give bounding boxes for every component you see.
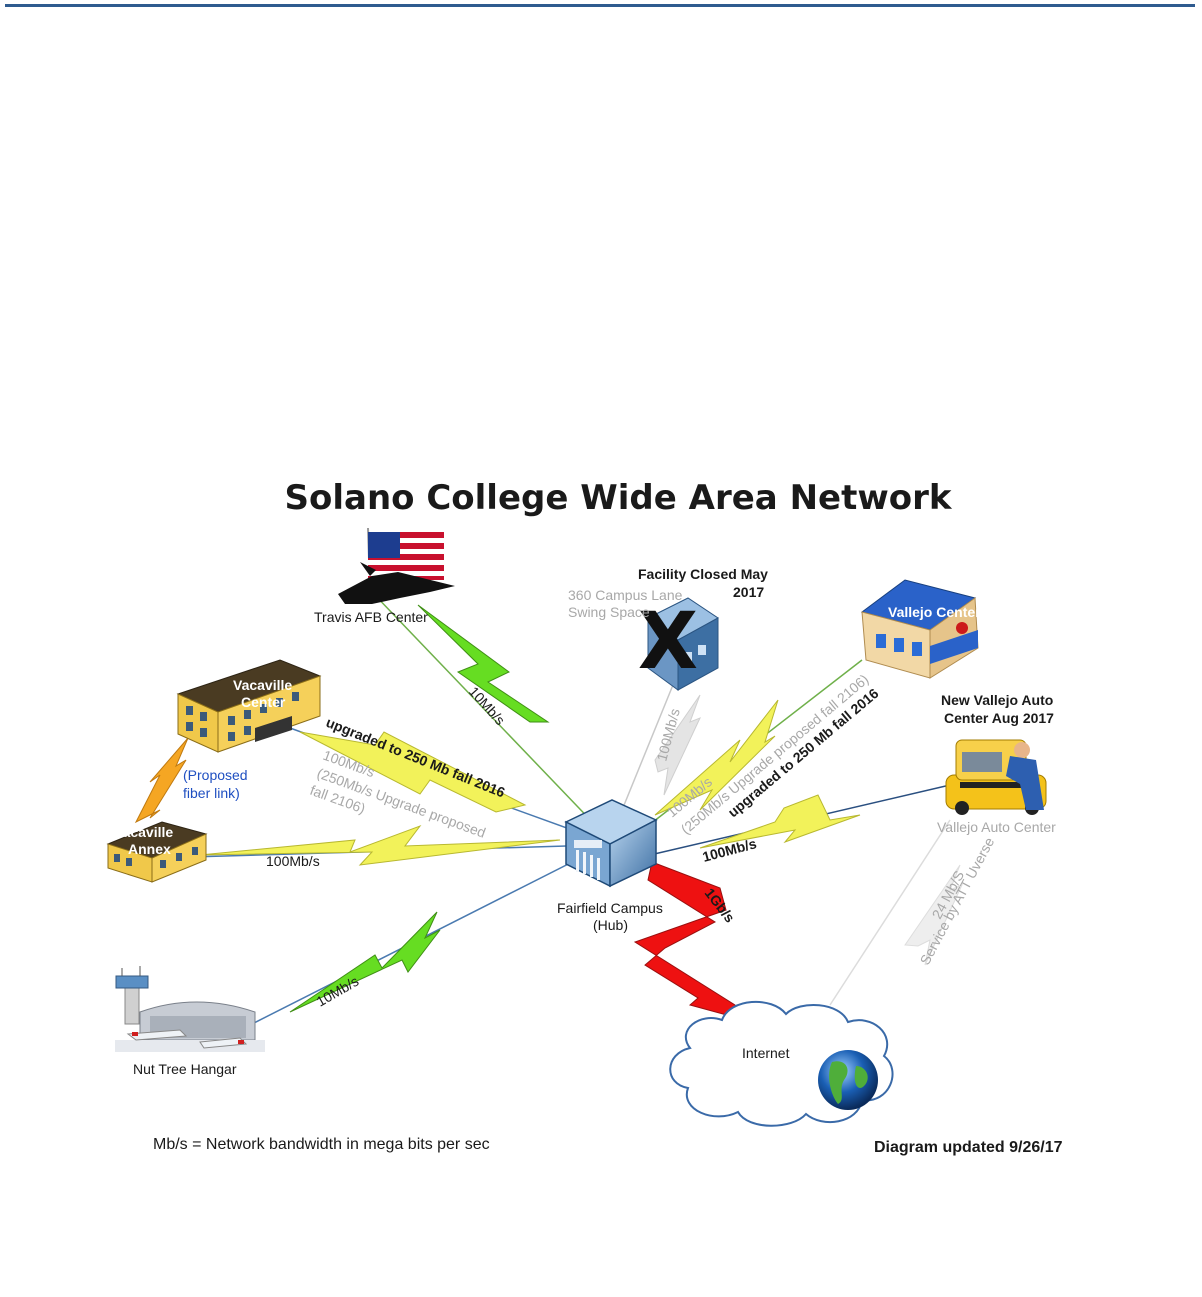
nut-tree-label: Nut Tree Hangar [133, 1061, 237, 1077]
vallejo-center-label: Vallejo Center [888, 604, 981, 620]
uverse-connector [829, 819, 951, 1006]
new-vallejo-auto-label-1: New Vallejo Auto [941, 692, 1053, 708]
travis-lightning-link [417, 604, 550, 723]
vacaville-annex-lightning-link [199, 824, 561, 866]
campus-lane-connector [619, 679, 676, 816]
vacaville-center-building-icon [176, 659, 322, 753]
fiber-lightning-link [134, 737, 189, 824]
uverse-lightning-link [904, 864, 963, 966]
travis-afb-icon [338, 527, 455, 604]
diagram-title: Solano College Wide Area Network [284, 478, 952, 518]
hub-label-1: Fairfield Campus [557, 900, 663, 916]
vallejo-lightning-link [654, 699, 779, 816]
vacaville-annex-building-icon [106, 821, 208, 883]
nut-tree-hangar-icon [115, 966, 265, 1052]
travis-label: Travis AFB Center [314, 609, 428, 625]
vallejo-auto-label: Vallejo Auto Center [937, 819, 1056, 835]
closed-x-mark: X [638, 597, 698, 687]
vacaville-annex-label-2: Annex [128, 841, 171, 857]
internet-lightning-link [633, 861, 747, 1021]
campus-lane-label-2: Swing Space [568, 604, 650, 620]
vallejo-center-building-icon [860, 579, 979, 679]
legend-note: Mb/s = Network bandwidth in mega bits pe… [153, 1136, 490, 1153]
vacaville-center-label-2: Center [241, 694, 286, 710]
campus-lane-building-icon [647, 597, 719, 691]
uverse-label-2: Service by ATT Uverse [917, 834, 998, 967]
updated-note: Diagram updated 9/26/17 [874, 1139, 1063, 1156]
vacaville-center-label-1: Vacaville [233, 677, 292, 693]
proposed-fiber-label-1: (Proposed [183, 767, 248, 783]
vallejo-auto-lightning-link [699, 794, 861, 849]
travis-connector [369, 589, 601, 831]
facility-closed-label-2: 2017 [733, 584, 764, 600]
vallejo-link-label-2: (250Mb/s Upgrade proposed fall 2106) [678, 671, 872, 837]
proposed-fiber-label-2: fiber link) [183, 785, 240, 801]
campus-lane-lightning-link [654, 694, 701, 796]
nut-tree-link-label: 10Mb/s [314, 973, 362, 1010]
vallejo-auto-center-icon [945, 739, 1047, 815]
nut-tree-lightning-link [289, 911, 441, 1013]
campus-lane-label-1: 360 Campus Lane [568, 587, 683, 603]
top-rule [5, 4, 1195, 7]
globe-icon [818, 1050, 878, 1110]
hub-label-2: (Hub) [593, 917, 628, 933]
vacaville-center-lightning-link [299, 731, 527, 813]
vacaville-annex-label-1: Vacaville [114, 824, 173, 840]
fairfield-hub-icon [564, 799, 658, 888]
vacaville-annex-link-label: 100Mb/s [266, 853, 320, 869]
new-vallejo-auto-label-2: Center Aug 2017 [944, 710, 1054, 726]
facility-closed-label-1: Facility Closed May [638, 566, 768, 582]
internet-label: Internet [742, 1045, 790, 1061]
